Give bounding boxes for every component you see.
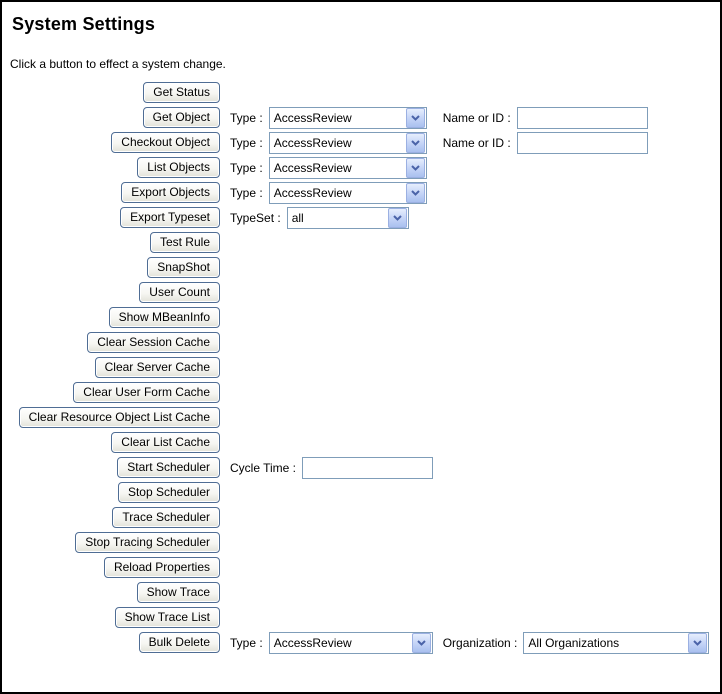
reload-properties-button[interactable]: Reload Properties <box>103 557 220 578</box>
show-trace-list-button[interactable]: Show Trace List <box>114 607 220 628</box>
row-export-objects: Export Objects Type : AccessReview <box>2 180 720 205</box>
type-label: Type : <box>230 185 263 200</box>
row-get-status: Get Status <box>2 80 720 105</box>
trace-scheduler-button[interactable]: Trace Scheduler <box>112 507 220 528</box>
row-show-trace-list: Show Trace List <box>2 605 720 630</box>
checkout-object-type-select[interactable]: AccessReview <box>268 131 427 154</box>
clear-server-cache-button[interactable]: Clear Server Cache <box>94 357 220 378</box>
type-label: Type : <box>230 635 263 650</box>
chevron-down-icon <box>405 132 425 153</box>
get-status-button[interactable]: Get Status <box>143 82 220 103</box>
row-export-typeset: Export Typeset TypeSet : all <box>2 205 720 230</box>
row-show-trace: Show Trace <box>2 580 720 605</box>
user-count-button[interactable]: User Count <box>139 282 220 303</box>
cycle-time-label: Cycle Time : <box>230 460 297 475</box>
export-objects-type-select[interactable]: AccessReview <box>268 181 427 204</box>
row-checkout-object: Checkout Object Type : AccessReview Name… <box>2 130 720 155</box>
clear-user-form-cache-button[interactable]: Clear User Form Cache <box>73 382 220 403</box>
cycle-time-input[interactable] <box>302 456 434 479</box>
row-show-mbeaninfo: Show MBeanInfo <box>2 305 720 330</box>
get-object-button[interactable]: Get Object <box>142 107 220 128</box>
organization-label: Organization : <box>442 635 518 650</box>
list-objects-type-select[interactable]: AccessReview <box>268 156 427 179</box>
select-value: AccessReview <box>273 635 352 650</box>
typeset-select[interactable]: all <box>286 206 409 229</box>
stop-scheduler-button[interactable]: Stop Scheduler <box>117 482 220 503</box>
show-trace-button[interactable]: Show Trace <box>136 582 220 603</box>
checkout-object-name-input[interactable] <box>516 131 648 154</box>
row-trace-scheduler: Trace Scheduler <box>2 505 720 530</box>
name-or-id-label: Name or ID : <box>442 135 511 150</box>
row-user-count: User Count <box>2 280 720 305</box>
type-label: Type : <box>230 135 263 150</box>
row-clear-list-cache: Clear List Cache <box>2 430 720 455</box>
bulk-delete-button[interactable]: Bulk Delete <box>138 632 220 653</box>
row-clear-server-cache: Clear Server Cache <box>2 355 720 380</box>
stop-tracing-scheduler-button[interactable]: Stop Tracing Scheduler <box>75 532 220 553</box>
get-object-name-input[interactable] <box>516 106 648 129</box>
checkout-object-button[interactable]: Checkout Object <box>111 132 220 153</box>
row-get-object: Get Object Type : AccessReview Name or I… <box>2 105 720 130</box>
typeset-label: TypeSet : <box>230 210 281 225</box>
get-object-type-select[interactable]: AccessReview <box>268 106 427 129</box>
row-reload-properties: Reload Properties <box>2 555 720 580</box>
bulk-delete-type-select[interactable]: AccessReview <box>268 631 433 654</box>
row-stop-tracing-scheduler: Stop Tracing Scheduler <box>2 530 720 555</box>
clear-resource-object-list-cache-button[interactable]: Clear Resource Object List Cache <box>18 407 220 428</box>
page-subtitle: Click a button to effect a system change… <box>10 57 226 71</box>
select-value: AccessReview <box>273 160 352 175</box>
organization-select[interactable]: All Organizations <box>523 631 710 654</box>
row-clear-user-form-cache: Clear User Form Cache <box>2 380 720 405</box>
select-value: AccessReview <box>273 110 352 125</box>
chevron-down-icon <box>405 157 425 178</box>
chevron-down-icon <box>405 107 425 128</box>
select-value: all <box>291 210 304 225</box>
clear-list-cache-button[interactable]: Clear List Cache <box>111 432 220 453</box>
test-rule-button[interactable]: Test Rule <box>149 232 220 253</box>
type-label: Type : <box>230 160 263 175</box>
row-stop-scheduler: Stop Scheduler <box>2 480 720 505</box>
form-rows: Get Status Get Object Type : AccessRevie… <box>2 80 720 655</box>
page-title-text: System Settings <box>12 14 156 34</box>
export-objects-button[interactable]: Export Objects <box>121 182 220 203</box>
row-start-scheduler: Start Scheduler Cycle Time : <box>2 455 720 480</box>
type-label: Type : <box>230 110 263 125</box>
list-objects-button[interactable]: List Objects <box>137 157 220 178</box>
row-clear-resource-object-list-cache: Clear Resource Object List Cache <box>2 405 720 430</box>
row-clear-session-cache: Clear Session Cache <box>2 330 720 355</box>
snapshot-button[interactable]: SnapShot <box>147 257 220 278</box>
select-value: AccessReview <box>273 185 352 200</box>
name-or-id-label: Name or ID : <box>442 110 511 125</box>
page-title: System Settings <box>12 14 720 35</box>
show-mbeaninfo-button[interactable]: Show MBeanInfo <box>108 307 220 328</box>
row-snapshot: SnapShot <box>2 255 720 280</box>
clear-session-cache-button[interactable]: Clear Session Cache <box>87 332 220 353</box>
chevron-down-icon <box>405 182 425 203</box>
chevron-down-icon <box>411 632 431 653</box>
start-scheduler-button[interactable]: Start Scheduler <box>117 457 220 478</box>
export-typeset-button[interactable]: Export Typeset <box>120 207 220 228</box>
row-list-objects: List Objects Type : AccessReview <box>2 155 720 180</box>
chevron-down-icon <box>387 207 407 228</box>
select-value: AccessReview <box>273 135 352 150</box>
row-bulk-delete: Bulk Delete Type : AccessReview Organiza… <box>2 630 720 655</box>
select-value: All Organizations <box>528 635 620 650</box>
row-test-rule: Test Rule <box>2 230 720 255</box>
chevron-down-icon <box>688 632 708 653</box>
